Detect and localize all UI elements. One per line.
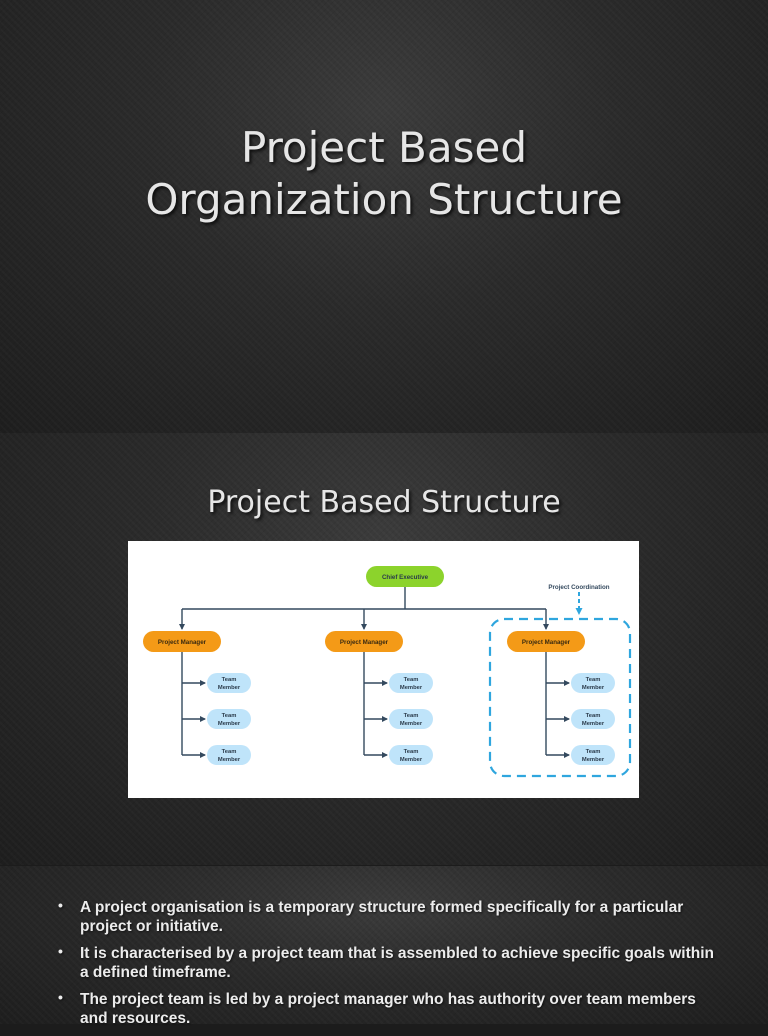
- team-member-label-line-1: Team: [222, 713, 237, 719]
- project-coordination-label: Project Coordination: [548, 584, 609, 591]
- team-member-label-line-1: Team: [586, 677, 601, 683]
- description-bullet-list: A project organisation is a temporary st…: [58, 896, 718, 1036]
- bullet-item: It is characterised by a project team th…: [58, 942, 718, 982]
- slide-2-title: Project Based Structure: [207, 485, 561, 520]
- team-member-label-line-1: Team: [404, 677, 419, 683]
- slide-title: Project Based Organization Structure: [0, 0, 768, 433]
- team-member-label-line-2: Member: [218, 757, 241, 763]
- project-branch: Project ManagerTeamMemberTeamMemberTeamM…: [143, 631, 251, 765]
- team-member-label-line-2: Member: [400, 721, 423, 727]
- project-manager-node: Project Manager: [325, 631, 403, 652]
- org-chart-diagram: Project Coordination Chief Executive Pro…: [128, 541, 639, 798]
- connector-lines: [179, 587, 549, 630]
- project-manager-label: Project Manager: [522, 639, 571, 646]
- chief-executive-label: Chief Executive: [382, 574, 429, 581]
- slide-1-title: Project Based Organization Structure: [0, 122, 768, 226]
- project-branches: Project ManagerTeamMemberTeamMemberTeamM…: [143, 631, 615, 765]
- title-line-1: Project Based: [241, 123, 527, 172]
- team-member-label-line-1: Team: [404, 713, 419, 719]
- team-member-label-line-2: Member: [400, 757, 423, 763]
- team-member-label-line-2: Member: [582, 685, 605, 691]
- team-member-label-line-2: Member: [582, 757, 605, 763]
- bullet-item: The project team is led by a project man…: [58, 988, 718, 1028]
- project-branch: Project ManagerTeamMemberTeamMemberTeamM…: [507, 631, 615, 765]
- team-member-label-line-1: Team: [586, 749, 601, 755]
- team-member-label-line-1: Team: [222, 749, 237, 755]
- team-member-label-line-1: Team: [222, 677, 237, 683]
- team-member-label-line-2: Member: [400, 685, 423, 691]
- team-member-label-line-2: Member: [218, 721, 241, 727]
- team-member-label-line-2: Member: [218, 685, 241, 691]
- team-member-label-line-1: Team: [586, 713, 601, 719]
- team-member-label-line-2: Member: [582, 721, 605, 727]
- project-manager-label: Project Manager: [340, 639, 389, 646]
- project-manager-node: Project Manager: [507, 631, 585, 652]
- title-line-2: Organization Structure: [145, 175, 623, 224]
- bullet-item: A project organisation is a temporary st…: [58, 896, 718, 936]
- team-member-label-line-1: Team: [404, 749, 419, 755]
- org-chart-svg: Project Coordination Chief Executive Pro…: [143, 566, 632, 778]
- project-manager-label: Project Manager: [158, 639, 207, 646]
- project-coordination-boundary: [488, 617, 632, 778]
- chief-executive-node: Chief Executive: [366, 566, 444, 587]
- project-manager-node: Project Manager: [143, 631, 221, 652]
- project-branch: Project ManagerTeamMemberTeamMemberTeamM…: [325, 631, 433, 765]
